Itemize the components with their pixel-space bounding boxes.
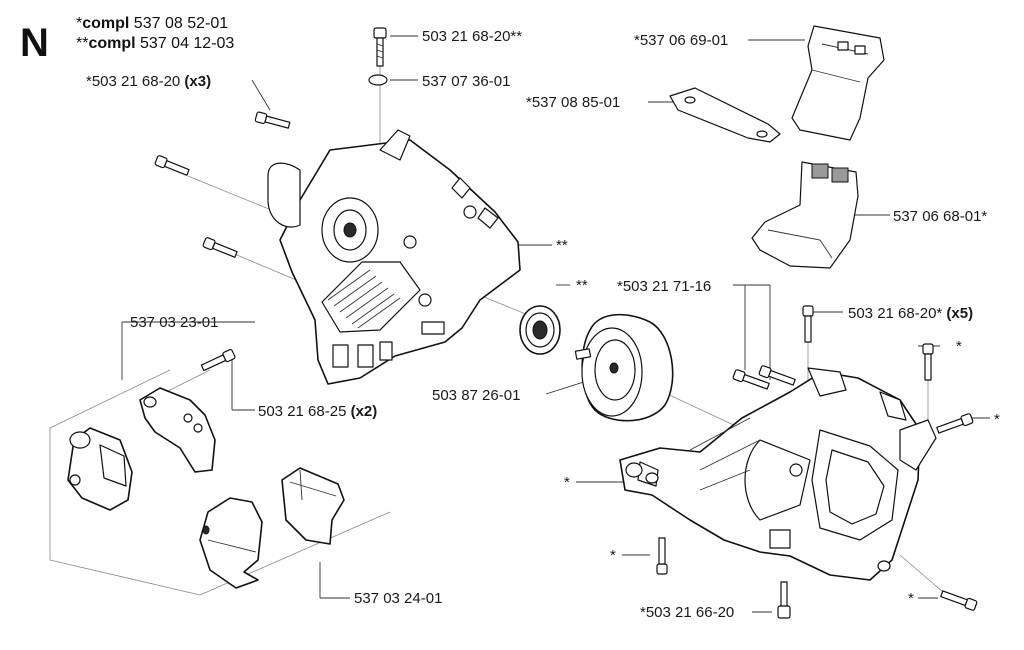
label-537066901: *537 06 69-01 [634,32,728,49]
label-star-bottom-left: * [610,547,616,564]
bolt-top [373,27,387,67]
label-503216820-top: 503 21 68-20** [422,28,522,45]
cover-half-upper [139,387,216,473]
circlip [368,74,388,86]
header-line-2: **compl 537 04 12-03 [76,35,234,52]
label-537073601: 537 07 36-01 [422,73,510,90]
label-537088501: *537 08 85-01 [526,94,620,111]
shell-lower-right [281,467,345,545]
crankcase-half [267,129,521,385]
label-star-bottom-right: * [908,590,914,607]
label-503217116: *503 21 71-16 [617,278,711,295]
label-537066801: 537 06 68-01* [893,208,987,225]
label-503216820-x3: *503 21 68-20 (x3) [86,73,211,90]
crankcase-block [619,367,937,581]
label-star-right2: * [994,411,1000,428]
bolt-503216620 [777,581,791,619]
label-crankcase-star2: ** [556,237,568,254]
bolt-bottom-left [656,537,668,575]
label-503872601: 503 87 26-01 [432,387,520,404]
bolts-x3 [154,111,291,258]
air-filter-clip [791,25,885,141]
filter-holder [751,161,859,269]
header-line-1: *compl 537 08 52-01 [76,15,228,32]
clutch-housing-left [67,427,133,511]
label-503216820-x5: 503 21 68-20* (x5) [848,305,973,322]
label-537032401: 537 03 24-01 [354,590,442,607]
section-letter: N [20,21,49,65]
bolt-bottom-right [940,590,978,611]
bracket-plate [669,87,781,143]
bolts-x5 [732,305,974,434]
label-star-right1: * [956,338,962,355]
clutch-drum [574,313,674,422]
callout-labels: 503 21 68-20** 537 07 36-01 *503 21 68-2… [86,28,1000,621]
label-bearing-star2: ** [576,277,588,294]
bearing [519,305,561,355]
label-503216825: 503 21 68-25 (x2) [258,403,377,420]
bolt-x2 [200,348,236,372]
shell-lower-left [199,497,263,589]
label-star-left: * [564,474,570,491]
label-503216620: *503 21 66-20 [640,604,734,621]
label-537032301: 537 03 23-01 [130,314,218,331]
